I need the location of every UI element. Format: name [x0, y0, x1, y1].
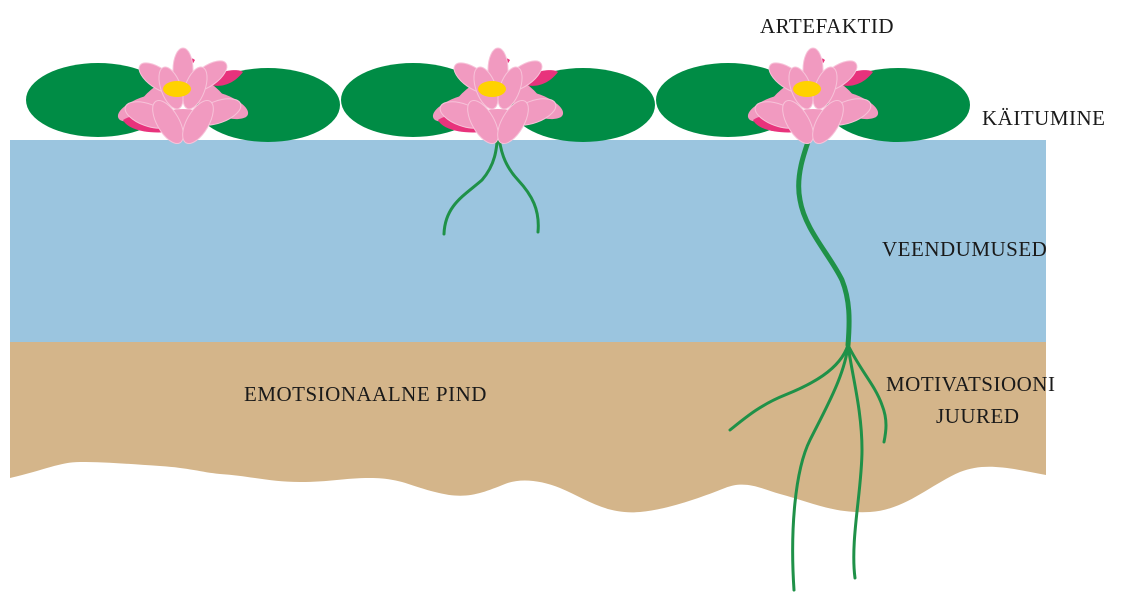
flower-center: [478, 81, 506, 97]
label-behaviour: KÄITUMINE: [982, 106, 1105, 131]
lily-middle: [341, 48, 655, 148]
label-motivation-line2: JUURED: [936, 404, 1020, 429]
label-emotional-ground: EMOTSIONAALNE PIND: [244, 382, 487, 407]
lily-left: [26, 48, 340, 148]
label-motivation-line1: MOTIVATSIOONI: [886, 372, 1055, 397]
lily-right: [656, 48, 970, 148]
label-artefacts: ARTEFAKTID: [760, 14, 894, 39]
lily-group: [26, 48, 970, 148]
soil-layer: [10, 342, 1046, 512]
flower-center: [793, 81, 821, 97]
label-beliefs: VEENDUMUSED: [882, 237, 1047, 262]
flower-center: [163, 81, 191, 97]
